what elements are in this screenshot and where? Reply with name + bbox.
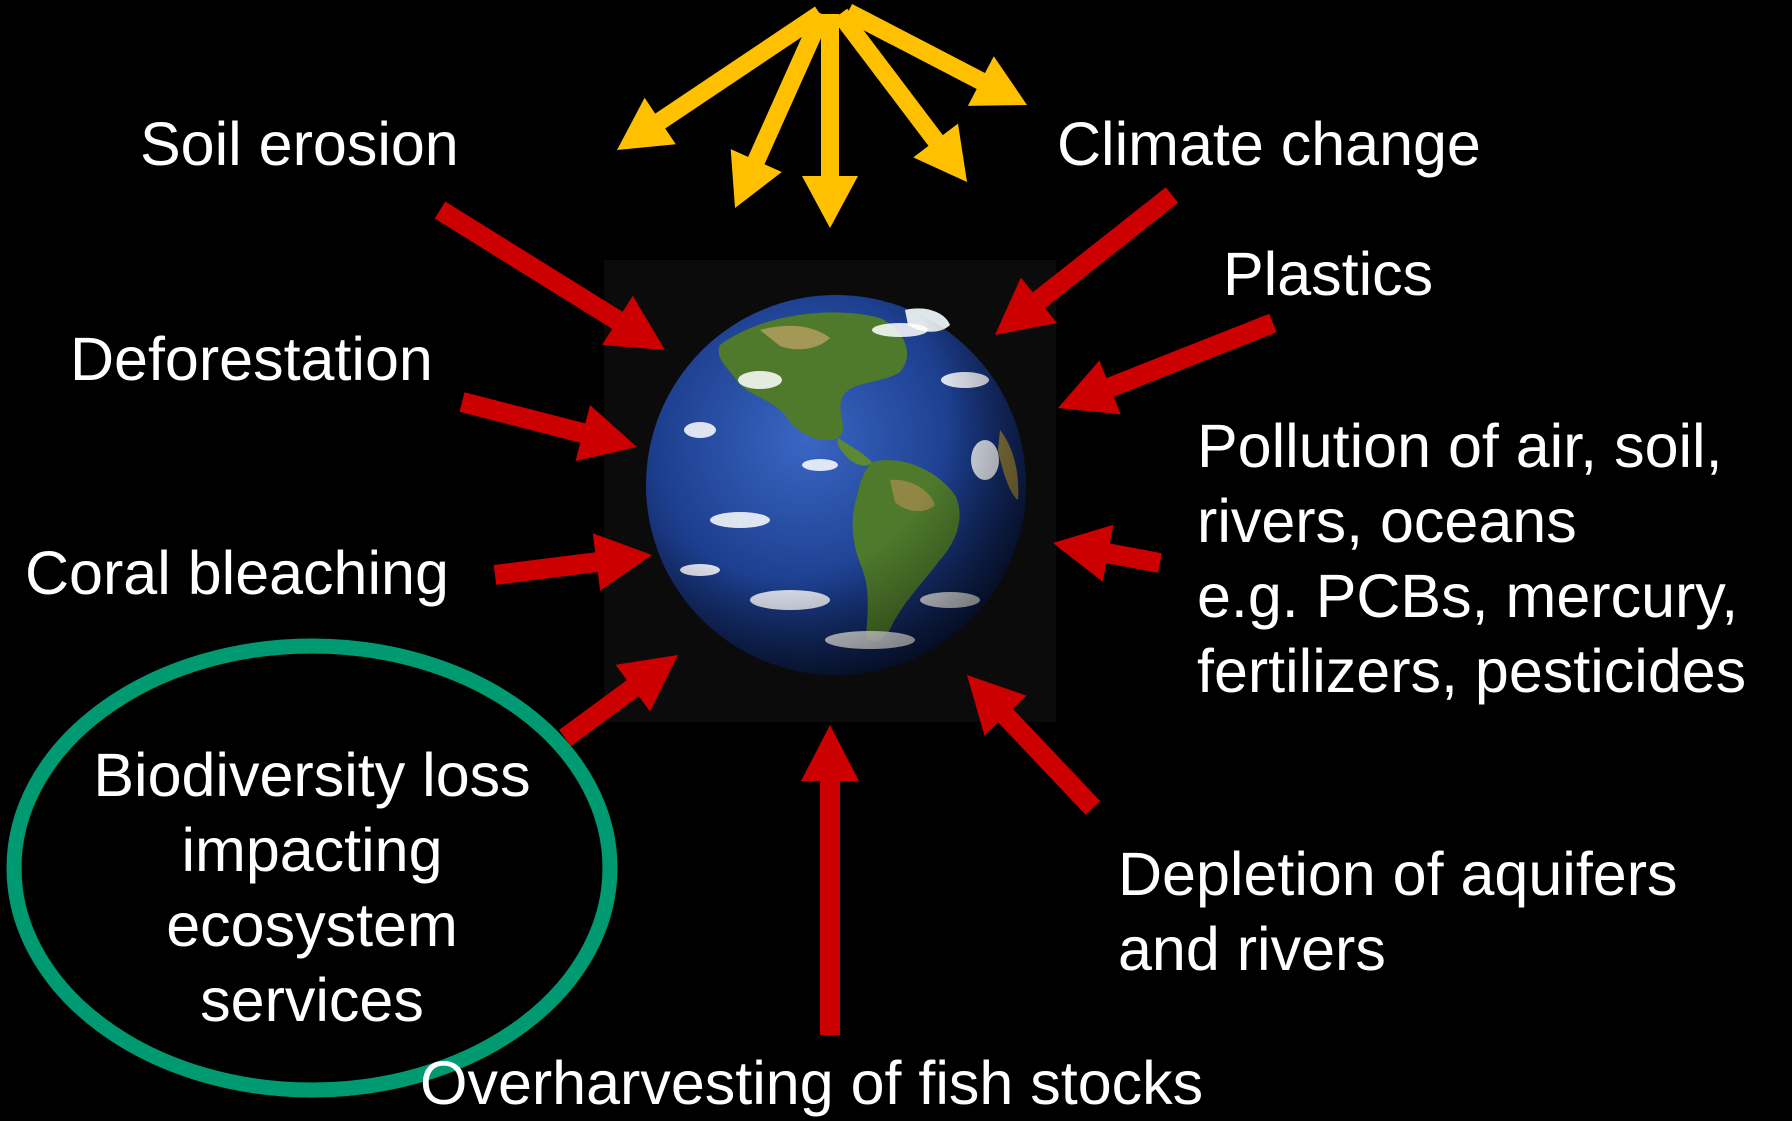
label-soil-erosion: Soil erosion: [140, 110, 459, 178]
biodiversity-highlight-ellipse: [6, 638, 618, 1098]
sun-arrow-1: [617, 6, 825, 150]
depletion-line-1: Depletion of aquifers: [1118, 840, 1678, 908]
depletion-line-2: and rivers: [1118, 915, 1386, 983]
arrow-deforestation: [459, 392, 637, 462]
sun-arrow-2: [730, 10, 831, 208]
biodiversity-line-4: services: [200, 966, 424, 1034]
biodiversity-line-3: ecosystem: [166, 891, 458, 959]
label-biodiversity: Biodiversity loss impacting ecosystem se…: [62, 738, 562, 1038]
biodiversity-line-2: impacting: [181, 816, 443, 884]
arrow-biodiversity: [559, 655, 678, 747]
arrow-depletion: [967, 675, 1101, 815]
pollution-line-1: Pollution of air, soil,: [1197, 412, 1723, 480]
label-pollution: Pollution of air, soil, rivers, oceans e…: [1197, 409, 1746, 709]
label-climate-change: Climate change: [1057, 110, 1481, 178]
sun-arrows: [617, 4, 1027, 228]
arrow-plastics: [1058, 313, 1277, 415]
sun-arrow-4: [832, 8, 967, 182]
earth-globe-icon: [646, 295, 1026, 675]
label-deforestation: Deforestation: [70, 325, 433, 393]
label-depletion: Depletion of aquifers and rivers: [1118, 837, 1678, 987]
sun-arrow-5: [843, 4, 1027, 106]
arrow-overharvesting: [801, 725, 859, 1035]
pollution-line-3: e.g. PCBs, mercury,: [1197, 562, 1739, 630]
label-plastics: Plastics: [1223, 240, 1434, 308]
pollution-line-2: rivers, oceans: [1197, 487, 1577, 555]
label-coral-bleaching: Coral bleaching: [25, 539, 449, 607]
biodiversity-line-1: Biodiversity loss: [93, 741, 531, 809]
sun-arrow-3: [802, 14, 858, 228]
label-overharvesting: Overharvesting of fish stocks: [420, 1049, 1204, 1117]
pollution-line-4: fertilizers, pesticides: [1197, 637, 1747, 705]
arrow-coral-bleaching: [493, 533, 652, 591]
threat-arrows: [434, 187, 1277, 1035]
arrow-soil-erosion: [434, 201, 665, 350]
arrow-pollution: [1053, 524, 1162, 582]
arrow-climate-change: [995, 187, 1179, 335]
